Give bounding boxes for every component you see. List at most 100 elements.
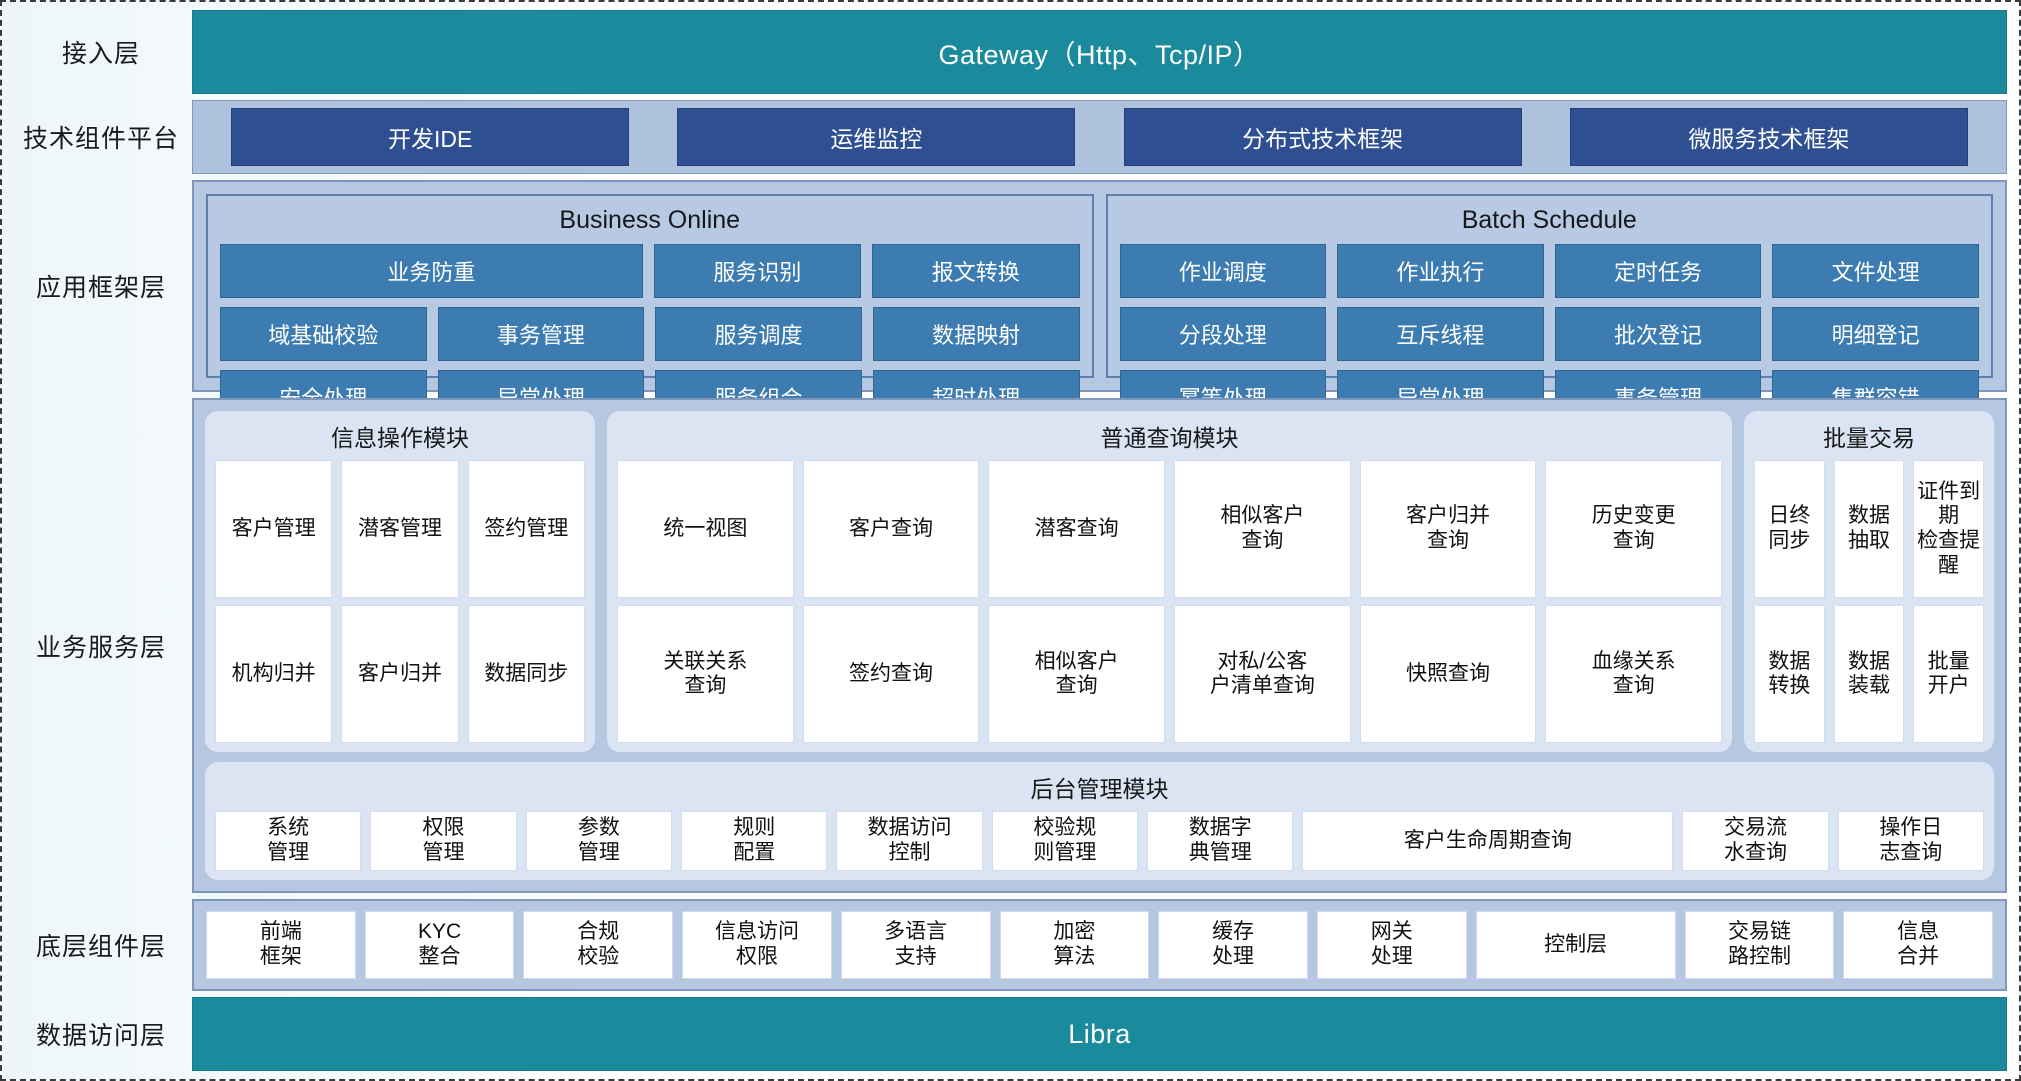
layer-body-access: Gateway（Http、Tcp/IP） [192, 10, 2007, 94]
layer-row-data-access: 数据访问层 Libra [10, 997, 2007, 1071]
module-cell[interactable]: 数据字 典管理 [1147, 811, 1294, 871]
module-cell[interactable]: 客户归并 查询 [1359, 460, 1537, 599]
module-cell[interactable]: 历史变更 查询 [1545, 460, 1723, 599]
tech-platform-band: 开发IDE 运维监控 分布式技术框架 微服务技术框架 [192, 100, 2007, 174]
module-cell[interactable]: 参数 管理 [525, 811, 673, 871]
module-cell[interactable]: 潜客查询 [988, 460, 1166, 599]
component-cell[interactable]: 前端 框架 [206, 911, 356, 979]
module-cell[interactable]: 客户管理 [215, 460, 333, 599]
layer-body-app: Business Online 业务防重 服务识别 报文转换 域基础校验 事务管… [192, 180, 2007, 424]
module-cell[interactable]: 日终 同步 [1754, 460, 1825, 599]
app-cell[interactable]: 定时任务 [1554, 244, 1762, 298]
base-component-band: 前端 框架 KYC 整合 合规 校验 信息访问 权限 多语言 支持 加密 算法 … [192, 899, 2007, 991]
module-title: 普通查询模块 [1100, 425, 1239, 451]
module-grid: 日终 同步 数据 抽取 证件到期 检查提醒 数据 转换 数据 装载 批量 开户 [1754, 460, 1985, 744]
module-backoffice-admin: 后台管理模块 系统 管理 权限 管理 参数 管理 规则 配置 数据访问 控制 校… [204, 761, 1995, 881]
app-cell[interactable]: 分段处理 [1119, 307, 1327, 361]
module-cell[interactable]: 潜客管理 [341, 460, 459, 599]
module-cell[interactable]: 对私/公客 户清单查询 [1174, 605, 1351, 744]
tech-chip[interactable]: 运维监控 [677, 108, 1076, 166]
app-cell[interactable]: 事务管理 [437, 307, 645, 361]
component-cell[interactable]: 多语言 支持 [840, 911, 991, 979]
layer-label-access: 接入层 [61, 40, 140, 68]
module-cell[interactable]: 签约管理 [467, 460, 585, 599]
app-cell[interactable]: 作业执行 [1337, 244, 1544, 298]
module-row: 系统 管理 权限 管理 参数 管理 规则 配置 数据访问 控制 校验规 则管理 … [215, 811, 1984, 871]
module-cell[interactable]: 客户生命周期查询 [1302, 811, 1674, 871]
module-cell[interactable]: 客户归并 [341, 605, 459, 744]
layer-label-app: 应用框架层 [35, 274, 166, 302]
app-cell[interactable]: 批次登记 [1554, 307, 1762, 361]
layer-row-components: 底层组件层 前端 框架 KYC 整合 合规 校验 信息访问 权限 多语言 支持 … [10, 899, 2007, 991]
module-title: 信息操作模块 [331, 425, 469, 451]
module-title: 批量交易 [1823, 425, 1915, 451]
app-cell[interactable]: 服务调度 [655, 307, 862, 361]
app-cell[interactable]: 作业调度 [1119, 244, 1327, 298]
module-grid: 客户管理 潜客管理 签约管理 机构归并 客户归并 数据同步 [215, 460, 585, 744]
module-cell[interactable]: 系统 管理 [215, 811, 362, 871]
libra-bar[interactable]: Libra [192, 997, 2007, 1071]
component-cell[interactable]: KYC 整合 [364, 911, 515, 979]
module-cell[interactable]: 规则 配置 [681, 811, 828, 871]
module-row: 客户管理 潜客管理 签约管理 [215, 460, 585, 599]
component-cell[interactable]: 网关 处理 [1316, 911, 1467, 979]
module-cell[interactable]: 数据 转换 [1754, 605, 1825, 744]
module-cell[interactable]: 批量 开户 [1913, 605, 1985, 744]
module-cell[interactable]: 交易流 水查询 [1682, 811, 1829, 871]
module-row: 机构归并 客户归并 数据同步 [215, 605, 585, 744]
module-cell[interactable]: 数据同步 [467, 605, 585, 744]
module-cell[interactable]: 快照查询 [1359, 605, 1537, 744]
app-cell[interactable]: 文件处理 [1772, 244, 1979, 298]
layer-label-components: 底层组件层 [35, 933, 166, 961]
module-cell[interactable]: 签约查询 [802, 605, 980, 744]
layer-row-app: 应用框架层 Business Online 业务防重 服务识别 报文转换 域 [10, 180, 2007, 424]
gateway-bar[interactable]: Gateway（Http、Tcp/IP） [192, 10, 2007, 94]
module-cell[interactable]: 权限 管理 [370, 811, 517, 871]
app-row: 域基础校验 事务管理 服务调度 数据映射 [220, 307, 1080, 361]
component-cell[interactable]: 控制层 [1475, 911, 1676, 979]
app-grid: 作业调度 作业执行 定时任务 文件处理 分段处理 互斥线程 批次登记 明细登记 [1119, 244, 1979, 424]
module-cell[interactable]: 数据 装载 [1833, 605, 1905, 744]
component-cell[interactable]: 加密 算法 [999, 911, 1150, 979]
module-cell[interactable]: 相似客户 查询 [1174, 460, 1351, 599]
module-cell[interactable]: 关联关系 查询 [617, 605, 794, 744]
module-row: 关联关系 查询 签约查询 相似客户 查询 对私/公客 户清单查询 快照查询 血缘… [617, 605, 1723, 744]
module-cell[interactable]: 数据访问 控制 [836, 811, 983, 871]
component-cell[interactable]: 信息 合并 [1843, 911, 1994, 979]
tech-chip[interactable]: 开发IDE [231, 108, 630, 166]
app-cell[interactable]: 数据映射 [872, 307, 1080, 361]
module-cell[interactable]: 证件到期 检查提醒 [1913, 460, 1985, 599]
component-cell[interactable]: 缓存 处理 [1158, 911, 1308, 979]
app-cell[interactable]: 报文转换 [872, 244, 1080, 298]
app-cell[interactable]: 服务识别 [653, 244, 862, 298]
module-cell[interactable]: 操作日 志查询 [1837, 811, 1984, 871]
app-group-title: Batch Schedule [1461, 206, 1637, 234]
app-row: 作业调度 作业执行 定时任务 文件处理 [1119, 244, 1979, 298]
module-cell[interactable]: 校验规 则管理 [991, 811, 1139, 871]
module-cell[interactable]: 相似客户 查询 [988, 605, 1166, 744]
app-group-business-online: Business Online 业务防重 服务识别 报文转换 域基础校验 事务管… [206, 194, 1094, 424]
component-cell[interactable]: 合规 校验 [523, 911, 674, 979]
layer-label-data-access: 数据访问层 [35, 1022, 166, 1050]
module-title: 后台管理模块 [1030, 776, 1169, 803]
tech-chip[interactable]: 分布式技术框架 [1123, 108, 1522, 166]
app-row: 分段处理 互斥线程 批次登记 明细登记 [1119, 307, 1979, 361]
tech-chip[interactable]: 微服务技术框架 [1569, 108, 1968, 166]
layer-stack: 接入层 Gateway（Http、Tcp/IP） 技术组件平台 开发IDE 运维… [10, 10, 2007, 1071]
component-cell[interactable]: 信息访问 权限 [682, 911, 832, 979]
component-cell[interactable]: 交易链 路控制 [1684, 911, 1835, 979]
module-grid: 统一视图 客户查询 潜客查询 相似客户 查询 客户归并 查询 历史变更 查询 关… [617, 460, 1723, 744]
app-cell[interactable]: 域基础校验 [220, 307, 427, 361]
app-cell[interactable]: 互斥线程 [1337, 307, 1544, 361]
module-cell[interactable]: 客户查询 [802, 460, 980, 599]
layer-row-biz: 业务服务层 信息操作模块 客户管理 潜客管理 签约管理 [10, 398, 2007, 893]
module-common-query: 普通查询模块 统一视图 客户查询 潜客查询 相似客户 查询 客户归并 查询 历史… [606, 410, 1733, 754]
app-cell[interactable]: 明细登记 [1772, 307, 1979, 361]
module-row: 统一视图 客户查询 潜客查询 相似客户 查询 客户归并 查询 历史变更 查询 [617, 460, 1723, 599]
module-cell[interactable]: 机构归并 [215, 605, 333, 744]
app-cell[interactable]: 业务防重 [220, 244, 643, 298]
module-cell[interactable]: 统一视图 [617, 460, 794, 599]
module-cell[interactable]: 数据 抽取 [1833, 460, 1905, 599]
layer-body-biz: 信息操作模块 客户管理 潜客管理 签约管理 机构归并 客户归并 [192, 398, 2007, 893]
module-cell[interactable]: 血缘关系 查询 [1545, 605, 1723, 744]
